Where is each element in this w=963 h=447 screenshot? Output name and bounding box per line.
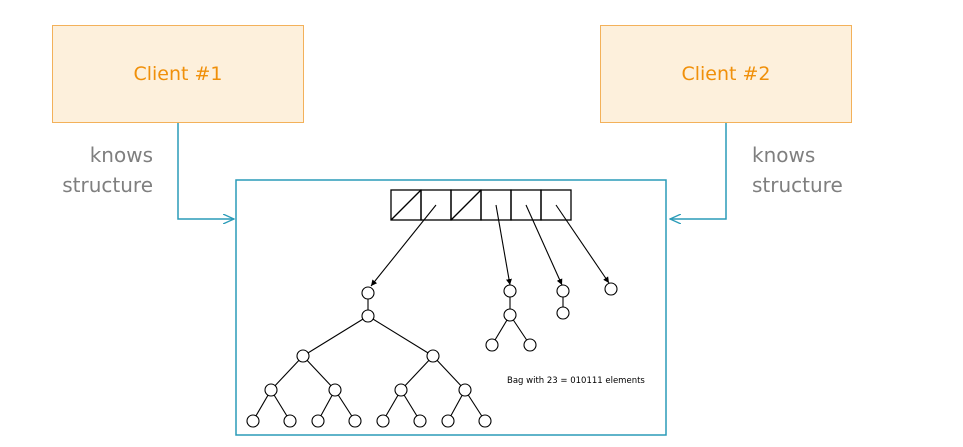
tree-node bbox=[478, 414, 492, 428]
bag-caption: Bag with 23 = 010111 elements bbox=[507, 376, 645, 386]
tree-node bbox=[523, 338, 537, 352]
bag-array bbox=[390, 189, 572, 221]
pointer-cell-3 bbox=[495, 204, 512, 286]
tree-node bbox=[556, 306, 570, 320]
connector-client2 bbox=[670, 123, 727, 219]
tree-node bbox=[503, 308, 517, 322]
connector-client1 bbox=[177, 123, 234, 219]
tree-node bbox=[328, 383, 342, 397]
tree-node bbox=[361, 309, 375, 323]
client-1-label: Client #1 bbox=[133, 63, 223, 85]
client-2-box: Client #2 bbox=[600, 25, 852, 123]
client-2-label: Client #2 bbox=[681, 63, 771, 85]
tree-node bbox=[426, 349, 440, 363]
client-1-box: Client #1 bbox=[52, 25, 304, 123]
null-slash-0 bbox=[390, 189, 422, 221]
tree-node bbox=[376, 414, 390, 428]
tree-node bbox=[394, 383, 408, 397]
tree-nodes bbox=[246, 282, 618, 428]
pointer-cell-5 bbox=[555, 204, 610, 284]
tree-node bbox=[311, 414, 325, 428]
bag-pointers bbox=[370, 204, 610, 287]
tree-node bbox=[503, 284, 517, 298]
tree-node bbox=[348, 414, 362, 428]
tree-node bbox=[441, 414, 455, 428]
client-2-knows-structure: knows structure bbox=[752, 143, 843, 197]
pointer-cell-1 bbox=[370, 204, 437, 287]
null-slash-2 bbox=[450, 189, 482, 221]
tree-node bbox=[283, 414, 297, 428]
tree-node bbox=[264, 383, 278, 397]
bag-cell-5 bbox=[540, 189, 572, 221]
tree-node bbox=[296, 349, 310, 363]
tree-node bbox=[361, 286, 375, 300]
client-1-knows-structure: knows structure bbox=[62, 143, 153, 197]
tree-node bbox=[556, 284, 570, 298]
tree-node bbox=[485, 338, 499, 352]
bag-container bbox=[235, 179, 667, 436]
tree-node bbox=[604, 282, 618, 296]
pointer-cell-4 bbox=[525, 204, 563, 286]
tree-node bbox=[413, 414, 427, 428]
tree-node bbox=[246, 414, 260, 428]
tree-node bbox=[458, 383, 472, 397]
